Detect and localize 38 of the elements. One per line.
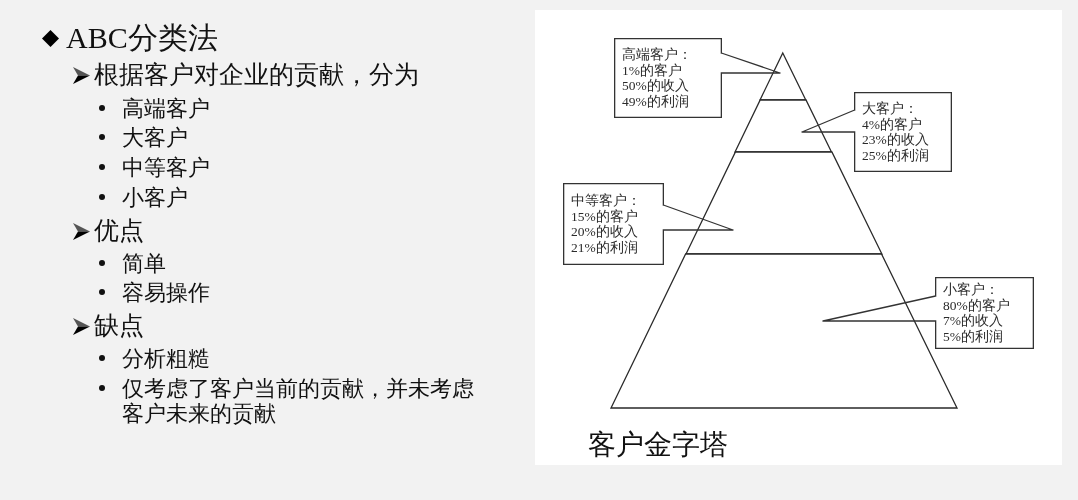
figure-caption: 客户金字塔 xyxy=(588,429,728,461)
callout-text: 80%的客户 xyxy=(943,297,1011,313)
list-item-text: 小客户 xyxy=(122,184,188,210)
callout-text: 15%的客户 xyxy=(571,208,639,224)
callout-text: 21%的利润 xyxy=(571,239,639,255)
list-item-text: 容易操作 xyxy=(122,279,210,305)
callout-heading: 小客户： xyxy=(943,282,1000,298)
callout-text: 20%的收入 xyxy=(571,224,639,240)
callout-text: 23%的收入 xyxy=(862,132,930,148)
callout-box xyxy=(614,38,722,118)
section-title: ABC分类法 xyxy=(66,21,218,55)
subheading-text: 优点 xyxy=(94,216,144,246)
callout-heading: 高端客户： xyxy=(622,47,693,63)
callout-box xyxy=(935,277,1034,349)
callout-pointer xyxy=(822,295,937,322)
list-item-text: 分析粗糙 xyxy=(122,345,210,371)
callout-box xyxy=(854,92,952,172)
list-item-text: 高端客户 xyxy=(122,95,210,121)
callout-text: 25%的利润 xyxy=(862,147,930,163)
callout-pointer xyxy=(720,52,781,74)
callout-text: 5%的利润 xyxy=(943,328,1004,344)
callout-pointer xyxy=(801,109,856,133)
callout-heading: 大客户： xyxy=(862,101,919,117)
list-item-text: 仅考虑了客户当前的贡献，并未考虑客户未来的贡献 xyxy=(122,375,475,426)
callout-text: 1%的客户 xyxy=(622,62,683,78)
callout-text: 4%的客户 xyxy=(862,116,923,132)
callout-box xyxy=(563,183,664,265)
pyramid-tier xyxy=(759,52,807,101)
list-item-text: 中等客户 xyxy=(122,154,210,180)
subheading-text: 缺点 xyxy=(94,311,144,341)
list-item-text: 大客户 xyxy=(122,124,188,150)
callout-heading: 中等客户： xyxy=(571,193,642,209)
callout-text: 7%的收入 xyxy=(943,313,1004,329)
list-item-text: 简单 xyxy=(122,250,166,276)
callout-text: 49%的利润 xyxy=(622,93,690,109)
subheading-text: 根据客户对企业的贡献，分为 xyxy=(94,60,419,90)
callout-text: 50%的收入 xyxy=(622,78,690,94)
callout-pointer xyxy=(662,204,734,231)
